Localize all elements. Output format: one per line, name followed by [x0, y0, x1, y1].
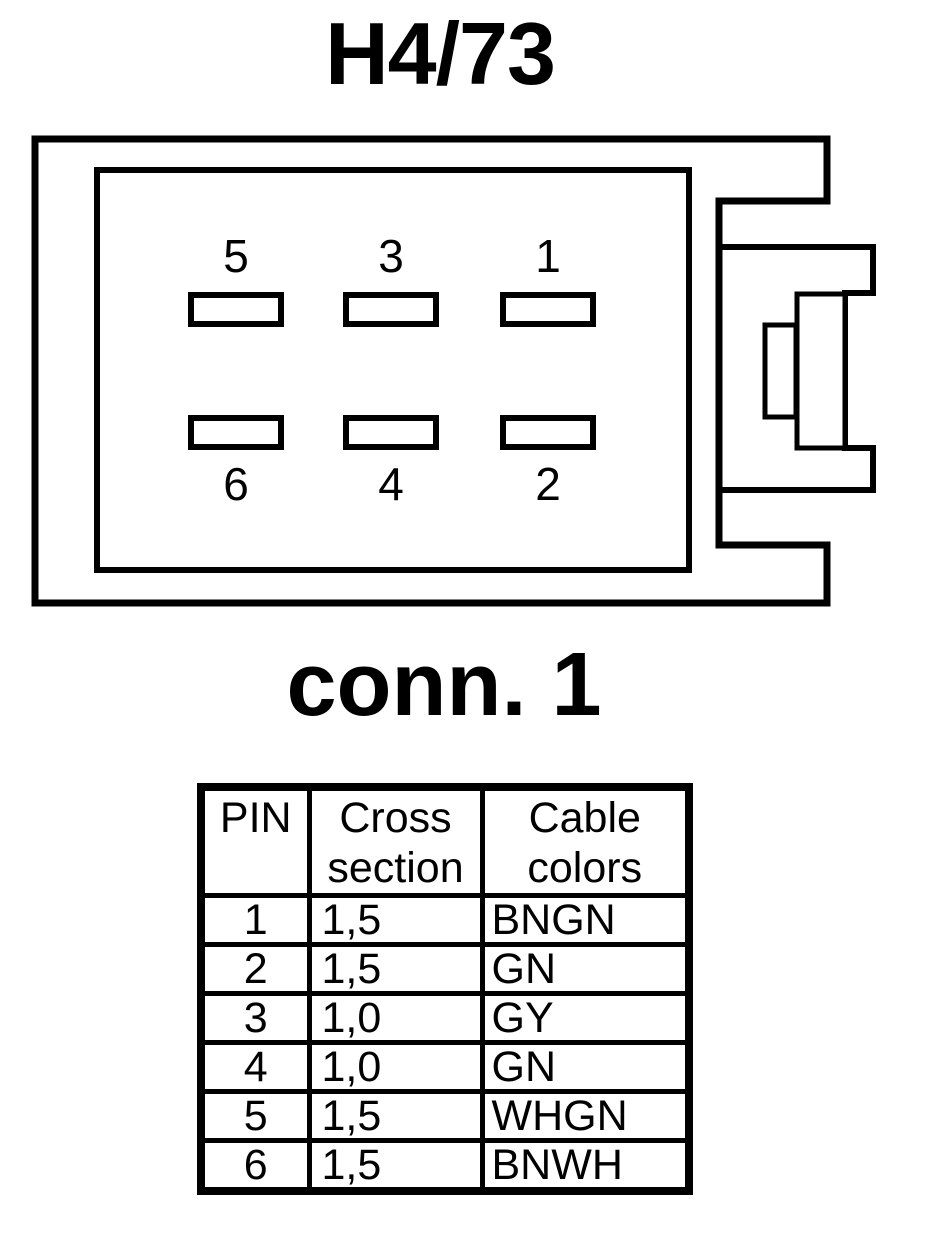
pin-slot-2 — [500, 415, 596, 450]
pin-slot-4 — [343, 415, 439, 450]
header-cable-line1: Cable — [528, 794, 641, 842]
cable-color-cell: GY — [479, 991, 692, 1045]
cable-color-cell: WHGN — [479, 1089, 692, 1143]
header-pin: PIN — [198, 784, 312, 898]
pin-cell: 4 — [198, 1040, 312, 1094]
cross-section-cell: 1,5 — [306, 942, 485, 996]
pin-cell: 1 — [198, 893, 312, 947]
pin-number-5: 5 — [223, 230, 249, 282]
connector-label: conn. 1 — [286, 635, 602, 735]
header-cable-line2: colors — [527, 844, 643, 892]
pin-number-3: 3 — [378, 230, 404, 282]
table-row: 1 1,5 BNGN — [198, 893, 692, 947]
header-cross-section: Cross section — [306, 784, 485, 898]
pin-number-4: 4 — [378, 458, 404, 510]
connector-inner-face — [94, 167, 692, 573]
pin-slot-5 — [188, 292, 284, 327]
cable-color-cell: BNWH — [479, 1138, 692, 1194]
cross-section-cell: 1,0 — [306, 1040, 485, 1094]
pin-cell: 5 — [198, 1089, 312, 1143]
pin-slot-6 — [188, 415, 284, 450]
cable-color-cell: BNGN — [479, 893, 692, 947]
pinout-table: PIN Cross section Cable colors 1 1,5 BNG… — [197, 783, 693, 1195]
pin-cell: 6 — [198, 1138, 312, 1194]
header-cross-line2: section — [327, 844, 464, 892]
pin-number-1: 1 — [535, 230, 561, 282]
cross-section-cell: 1,5 — [306, 1089, 485, 1143]
connector-latch-guide — [794, 291, 848, 451]
table-header-row: PIN Cross section Cable colors — [198, 784, 692, 898]
pin-cell: 2 — [198, 942, 312, 996]
pin-slot-1 — [500, 292, 596, 327]
pin-slot-3 — [343, 292, 439, 327]
header-cross-line1: Cross — [339, 794, 452, 842]
connector-diagram — [31, 135, 876, 607]
header-cable-colors: Cable colors — [479, 784, 692, 898]
connector-latch-bump — [762, 322, 799, 420]
pin-number-6: 6 — [223, 458, 249, 510]
table-row: 6 1,5 BNWH — [198, 1138, 692, 1194]
table-row: 5 1,5 WHGN — [198, 1089, 692, 1143]
cross-section-cell: 1,5 — [306, 1138, 485, 1194]
table-row: 2 1,5 GN — [198, 942, 692, 996]
page-title: H4/73 — [325, 4, 556, 103]
cross-section-cell: 1,5 — [306, 893, 485, 947]
pin-number-2: 2 — [535, 458, 561, 510]
cross-section-cell: 1,0 — [306, 991, 485, 1045]
header-pin-label: PIN — [219, 794, 292, 842]
cable-color-cell: GN — [479, 942, 692, 996]
pin-cell: 3 — [198, 991, 312, 1045]
table-row: 3 1,0 GY — [198, 991, 692, 1045]
cable-color-cell: GN — [479, 1040, 692, 1094]
table-row: 4 1,0 GN — [198, 1040, 692, 1094]
